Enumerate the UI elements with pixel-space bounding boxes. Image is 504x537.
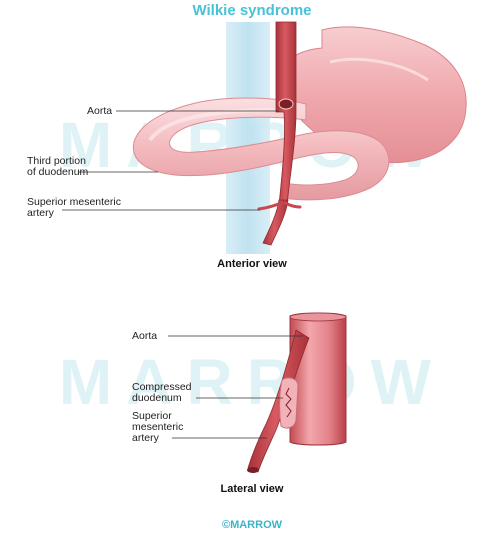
sma-lateral-end [247, 467, 259, 473]
brand-footer: ©MARROW [221, 519, 283, 531]
label-duodenum-line1: Third portion [27, 155, 86, 167]
watermark-bottom: MARROW [58, 346, 446, 418]
label-compressed-line1: Compressed [132, 381, 192, 393]
label-aorta-anterior: Aorta [87, 105, 113, 117]
sma-anterior [262, 199, 289, 246]
aorta-cross-section [278, 98, 294, 110]
label-sma-anterior-line1: Superior mesenteric [27, 196, 121, 208]
vertebral-column [226, 22, 270, 254]
label-sma-lateral-line2: mesenteric [132, 421, 184, 433]
label-duodenum-line2: of duodenum [27, 166, 89, 178]
duodenum-shine [148, 108, 281, 142]
caption-lateral-view: Lateral view [220, 483, 284, 495]
caption-anterior-view: Anterior view [217, 258, 287, 270]
aorta-lateral-top [289, 312, 347, 322]
label-sma-lateral-line1: Superior [132, 410, 172, 422]
diagram-title: Wilkie syndrome [192, 2, 312, 19]
label-compressed-line2: duodenum [132, 392, 182, 404]
compressed-duodenum [279, 377, 299, 429]
stomach-fold [329, 57, 429, 82]
sma-branch-left [257, 201, 283, 211]
sma-branch-right [283, 201, 302, 209]
compression-mark [285, 387, 292, 418]
label-sma-anterior-line2: artery [27, 207, 54, 219]
label-aorta-lateral: Aorta [132, 330, 158, 342]
label-sma-lateral-line3: artery [132, 432, 159, 444]
